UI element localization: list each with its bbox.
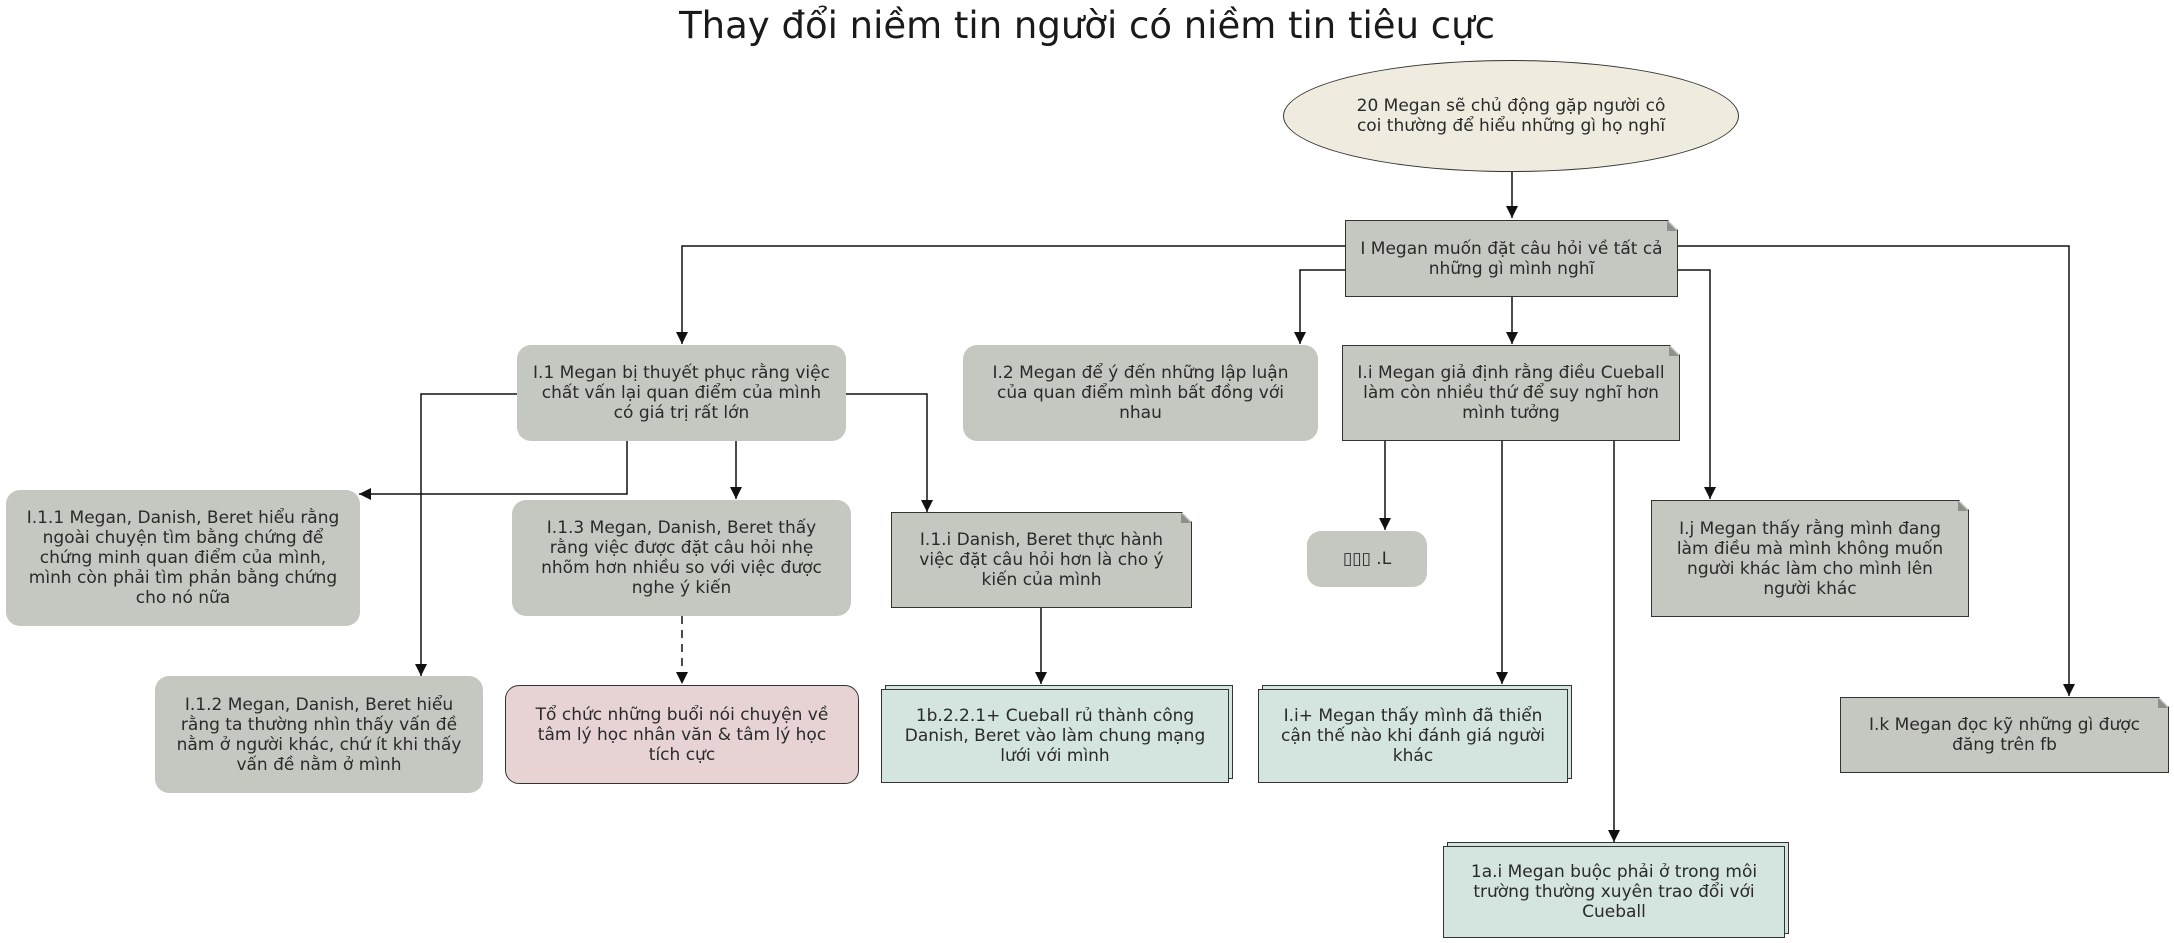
edge-i-to-i2 xyxy=(1294,269,1346,344)
node-i1i[interactable]: I.1.i Danish, Beret thực hành việc đặt c… xyxy=(891,512,1192,608)
node-i13-label: I.1.3 Megan, Danish, Beret thấy rằng việ… xyxy=(541,518,822,598)
node-iL-label: ▯▯▯ .L xyxy=(1342,549,1392,569)
node-i11-label: I.1.1 Megan, Danish, Beret hiểu rằng ngo… xyxy=(26,508,340,608)
node-i12-label: I.1.2 Megan, Danish, Beret hiểu rằng ta … xyxy=(176,694,462,775)
edge-i1-to-i11 xyxy=(359,441,628,500)
diagram-title: Thay đổi niềm tin người có niềm tin tiêu… xyxy=(679,4,1495,47)
node-ij[interactable]: I.j Megan thấy rằng mình đang làm điều m… xyxy=(1651,500,1969,617)
node-talks[interactable]: Tổ chức những buổi nói chuyện về tâm lý … xyxy=(505,685,859,784)
node-root-label: 20 Megan sẽ chủ động gặp người cô coi th… xyxy=(1356,96,1666,136)
node-b221-label: 1b.2.2.1+ Cueball rủ thành công Danish, … xyxy=(904,706,1206,766)
node-ik-label: I.k Megan đọc kỹ những gì được đăng trên… xyxy=(1869,715,2140,755)
node-root[interactable]: 20 Megan sẽ chủ động gặp người cô coi th… xyxy=(1283,60,1739,172)
node-b221[interactable]: 1b.2.2.1+ Cueball rủ thành công Danish, … xyxy=(881,689,1229,783)
edge-i-to-i1 xyxy=(676,245,1346,344)
node-ik[interactable]: I.k Megan đọc kỹ những gì được đăng trên… xyxy=(1840,697,2169,773)
node-iiplus[interactable]: I.i+ Megan thấy mình đã thiển cận thế nà… xyxy=(1258,689,1568,783)
node-ij-label: I.j Megan thấy rằng mình đang làm điều m… xyxy=(1676,518,1944,599)
edge-i-to-ij xyxy=(1678,269,1716,499)
node-iL[interactable]: ▯▯▯ .L xyxy=(1307,531,1427,587)
node-talks-label: Tổ chức những buổi nói chuyện về tâm lý … xyxy=(535,704,829,765)
edge-i1-to-i12 xyxy=(415,393,517,676)
edge-i1-to-i1i xyxy=(846,393,933,512)
node-i-label: I Megan muốn đặt câu hỏi về tất cả những… xyxy=(1360,238,1663,279)
node-i1[interactable]: I.1 Megan bị thuyết phục rằng việc chất … xyxy=(517,345,846,441)
node-i1-label: I.1 Megan bị thuyết phục rằng việc chất … xyxy=(533,363,830,423)
node-i12[interactable]: I.1.2 Megan, Danish, Beret hiểu rằng ta … xyxy=(155,676,483,793)
edge-i-to-ik xyxy=(1678,245,2075,696)
node-ai[interactable]: 1a.i Megan buộc phải ở trong môi trường … xyxy=(1443,846,1785,938)
node-ii[interactable]: I.i Megan giả định rằng điều Cueball làm… xyxy=(1342,345,1680,441)
node-i11[interactable]: I.1.1 Megan, Danish, Beret hiểu rằng ngo… xyxy=(6,490,360,626)
node-ai-label: 1a.i Megan buộc phải ở trong môi trường … xyxy=(1470,862,1758,922)
node-i2[interactable]: I.2 Megan để ý đến những lập luận của qu… xyxy=(963,345,1318,441)
node-i[interactable]: I Megan muốn đặt câu hỏi về tất cả những… xyxy=(1345,220,1678,297)
node-iiplus-label: I.i+ Megan thấy mình đã thiển cận thế nà… xyxy=(1281,706,1545,766)
node-i2-label: I.2 Megan để ý đến những lập luận của qu… xyxy=(992,363,1289,423)
node-ii-label: I.i Megan giả định rằng điều Cueball làm… xyxy=(1357,363,1665,423)
node-i13[interactable]: I.1.3 Megan, Danish, Beret thấy rằng việ… xyxy=(512,500,851,616)
node-i1i-label: I.1.i Danish, Beret thực hành việc đặt c… xyxy=(919,530,1164,590)
